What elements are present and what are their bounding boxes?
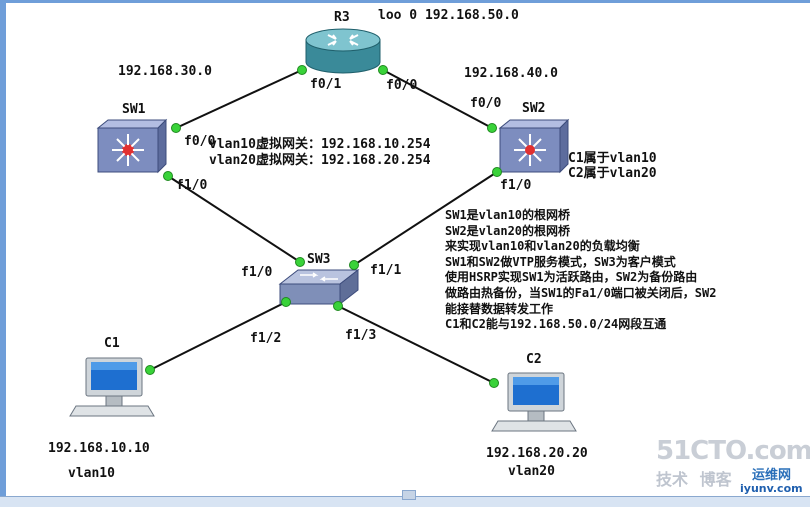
label-port-sw1-f10: f1/0 [176, 178, 208, 193]
notes-block: SW1是vlan10的根网桥 SW2是vlan20的根网桥 来实现vlan10和… [445, 208, 716, 333]
label-r3: R3 [334, 10, 350, 25]
note-line: 做路由热备份，当SW1的Fa1/0端口被关闭后，SW2 [445, 285, 717, 300]
label-port-r3-f01: f0/1 [310, 77, 342, 92]
label-port-sw3-f11: f1/1 [370, 263, 402, 278]
label-c2-ip: 192.168.20.20 [486, 446, 588, 461]
port-dot-r3-f01 [297, 65, 307, 75]
switch-sw3-icon[interactable] [278, 268, 360, 306]
link-sw1-sw3 [167, 175, 301, 263]
note-line: C1和C2能与192.168.50.0/24网段互通 [445, 317, 667, 332]
port-dot-sw1-f00 [171, 123, 181, 133]
label-sw1: SW1 [122, 102, 146, 117]
note-line: 能接替数据转发工作 [445, 301, 554, 316]
port-dot-r3-f00 [378, 65, 388, 75]
label-sw3: SW3 [307, 252, 331, 267]
links [149, 69, 498, 384]
watermark-logo: 51CTO.com 技术 博客 运维网 iyunv.com [656, 436, 810, 495]
watermark-left: 技术 [656, 470, 689, 489]
label-c1-vlan: vlan10 [68, 466, 115, 481]
link-sw2-sw3 [353, 171, 498, 266]
label-c1: C1 [104, 336, 120, 351]
label-c2-vlan: vlan20 [508, 464, 555, 479]
switch-sw1-icon[interactable] [96, 118, 168, 174]
window-frame-top [0, 0, 810, 3]
watermark-brand: 运维网 [752, 468, 792, 483]
label-gateway-vlan10: vlan10虚拟网关：192.168.10.254 [209, 137, 431, 152]
watermark-row: 技术 博客 [656, 466, 732, 490]
label-network-left: 192.168.30.0 [118, 64, 212, 79]
watermark-mid: 博客 [699, 470, 732, 489]
label-c2: C2 [526, 352, 542, 367]
label-port-sw3-f13: f1/3 [345, 328, 377, 343]
note-line: SW1是vlan10的根网桥 [445, 208, 571, 222]
port-dot-sw3-f11 [349, 260, 359, 270]
note-line: 使用HSRP实现SW1为活跃路由，SW2为备份路由 [445, 270, 698, 285]
router-r3-icon[interactable] [305, 28, 381, 74]
label-port-sw3-f12: f1/2 [250, 331, 282, 346]
label-c1-ip: 192.168.10.10 [48, 441, 150, 456]
computer-c2-icon[interactable] [491, 372, 577, 432]
note-line: SW2是vlan20的根网桥 [445, 223, 571, 238]
port-dot-sw3-f12 [281, 297, 291, 307]
label-port-sw2-f10: f1/0 [500, 178, 532, 193]
link-sw3-c2 [337, 305, 495, 384]
label-gateway-vlan20: vlan20虚拟网关：192.168.20.254 [209, 153, 431, 168]
link-r3-sw2 [382, 69, 493, 129]
label-network-right: 192.168.40.0 [464, 66, 558, 81]
label-port-sw1-f00: f0/0 [184, 134, 216, 149]
link-sw3-c1 [149, 301, 287, 371]
label-port-sw3-f10: f1/0 [241, 265, 273, 280]
port-dot-sw3-f10 [295, 257, 305, 267]
label-sw2-note-2: C2属于vlan20 [568, 166, 657, 181]
link-r3-sw1 [175, 69, 303, 129]
port-dot-c1 [145, 365, 155, 375]
label-port-r3-f00: f0/0 [386, 78, 418, 93]
port-dot-sw3-f13 [333, 301, 343, 311]
watermark-url: iyunv.com [740, 482, 803, 495]
label-port-sw2-f00: f0/0 [470, 96, 502, 111]
label-sw2: SW2 [522, 101, 546, 116]
port-dot-c2 [489, 378, 499, 388]
window-frame-left [0, 0, 6, 506]
note-line: SW1和SW2做VTP服务模式，SW3为客户模式 [445, 254, 676, 269]
port-dot-sw2-f00 [487, 123, 497, 133]
note-line: 来实现vlan10和vlan20的负载均衡 [445, 239, 640, 254]
port-dots [145, 65, 502, 388]
port-dot-sw1-f10 [163, 171, 173, 181]
label-sw2-note-1: C1属于vlan10 [568, 151, 657, 166]
port-dot-sw2-f10 [492, 167, 502, 177]
switch-sw2-icon[interactable] [498, 118, 570, 174]
label-r3-loopback: loo 0 192.168.50.0 [378, 8, 519, 23]
watermark-big: 51CTO.com [656, 436, 810, 466]
computer-c1-icon[interactable] [69, 357, 155, 417]
scrollbar-thumb[interactable] [402, 490, 416, 500]
